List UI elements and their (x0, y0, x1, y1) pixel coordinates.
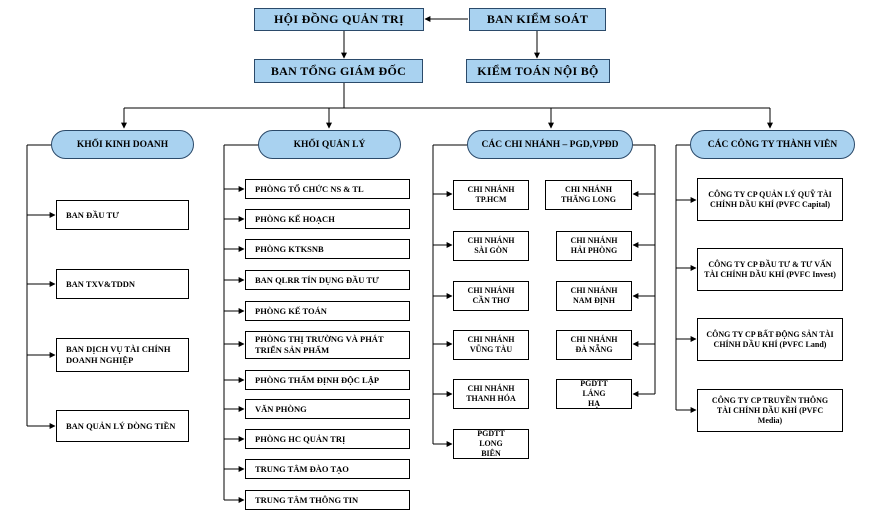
chi-nhanh-item: CHI NHÁNH ĐÀ NẴNG (556, 330, 632, 360)
chi-nhanh-item: CHI NHÁNH CẦN THƠ (453, 281, 529, 311)
cong-ty-item: CÔNG TY CP QUẢN LÝ QUỸ TÀI CHÍNH DẦU KHÍ… (697, 178, 843, 221)
kiem-toan-noi-bo-box: KIỂM TOÁN NỘI BỘ (466, 59, 610, 83)
kinh-doanh-item: BAN QUẢN LÝ DÒNG TIỀN (56, 410, 189, 442)
quan-ly-item: PHÒNG THỊ TRƯỜNG VÀ PHÁT TRIỂN SẢN PHẨM (245, 331, 410, 359)
chi-nhanh-item: CHI NHÁNH SÀI GÒN (453, 231, 529, 261)
chi-nhanh-item: PGDTT LÁNG HẠ (556, 379, 632, 409)
khoi-quan-ly-header: KHỐI QUẢN LÝ (258, 130, 401, 159)
kinh-doanh-item: BAN ĐẦU TƯ (56, 200, 189, 230)
quan-ly-item: VĂN PHÒNG (245, 399, 410, 419)
quan-ly-item: TRUNG TÂM THÔNG TIN (245, 490, 410, 510)
chi-nhanh-item: CHI NHÁNH THANH HÓA (453, 379, 529, 409)
khoi-kinh-doanh-header: KHỐI KINH DOANH (51, 130, 194, 159)
chi-nhanh-item: CHI NHÁNH THĂNG LONG (545, 180, 632, 210)
cong-ty-item: CÔNG TY CP ĐẦU TƯ & TƯ VẤN TÀI CHÍNH DẦU… (697, 248, 843, 291)
quan-ly-item: PHÒNG KẾ TOÁN (245, 301, 410, 321)
cong-ty-thanh-vien-header: CÁC CÔNG TY THÀNH VIÊN (690, 130, 855, 159)
kinh-doanh-item: BAN TXV&TDDN (56, 269, 189, 299)
quan-ly-item: BAN QLRR TÍN DỤNG ĐẦU TƯ (245, 270, 410, 290)
chi-nhanh-header: CÁC CHI NHÁNH – PGD,VPĐD (467, 130, 633, 159)
quan-ly-item: TRUNG TÂM ĐÀO TẠO (245, 459, 410, 479)
chi-nhanh-item: CHI NHÁNH NAM ĐỊNH (556, 281, 632, 311)
quan-ly-item: PHÒNG HC QUẢN TRỊ (245, 429, 410, 449)
ban-kiem-soat-box: BAN KIỂM SOÁT (469, 8, 606, 31)
chi-nhanh-item: CHI NHÁNH VŨNG TÀU (453, 330, 529, 360)
chi-nhanh-item: CHI NHÁNH TP.HCM (453, 180, 529, 210)
chi-nhanh-item: CHI NHÁNH HẢI PHÒNG (556, 231, 632, 261)
kinh-doanh-item: BAN DỊCH VỤ TÀI CHÍNH DOANH NGHIỆP (56, 338, 189, 372)
quan-ly-item: PHÒNG KẾ HOẠCH (245, 209, 410, 229)
hoi-dong-quan-tri-box: HỘI ĐỒNG QUẢN TRỊ (254, 8, 424, 31)
cong-ty-item: CÔNG TY CP BẤT ĐỘNG SẢN TÀI CHÍNH DẦU KH… (697, 318, 843, 361)
quan-ly-item: PHÒNG THẨM ĐỊNH ĐỘC LẬP (245, 370, 410, 390)
cong-ty-item: CÔNG TY CP TRUYỀN THÔNG TÀI CHÍNH DẦU KH… (697, 389, 843, 432)
ban-tong-giam-doc-box: BAN TỔNG GIÁM ĐỐC (254, 59, 423, 83)
quan-ly-item: PHÒNG TỔ CHỨC NS & TL (245, 179, 410, 199)
quan-ly-item: PHÒNG KTKSNB (245, 239, 410, 259)
chi-nhanh-item: PGDTT LONG BIÊN (453, 429, 529, 459)
